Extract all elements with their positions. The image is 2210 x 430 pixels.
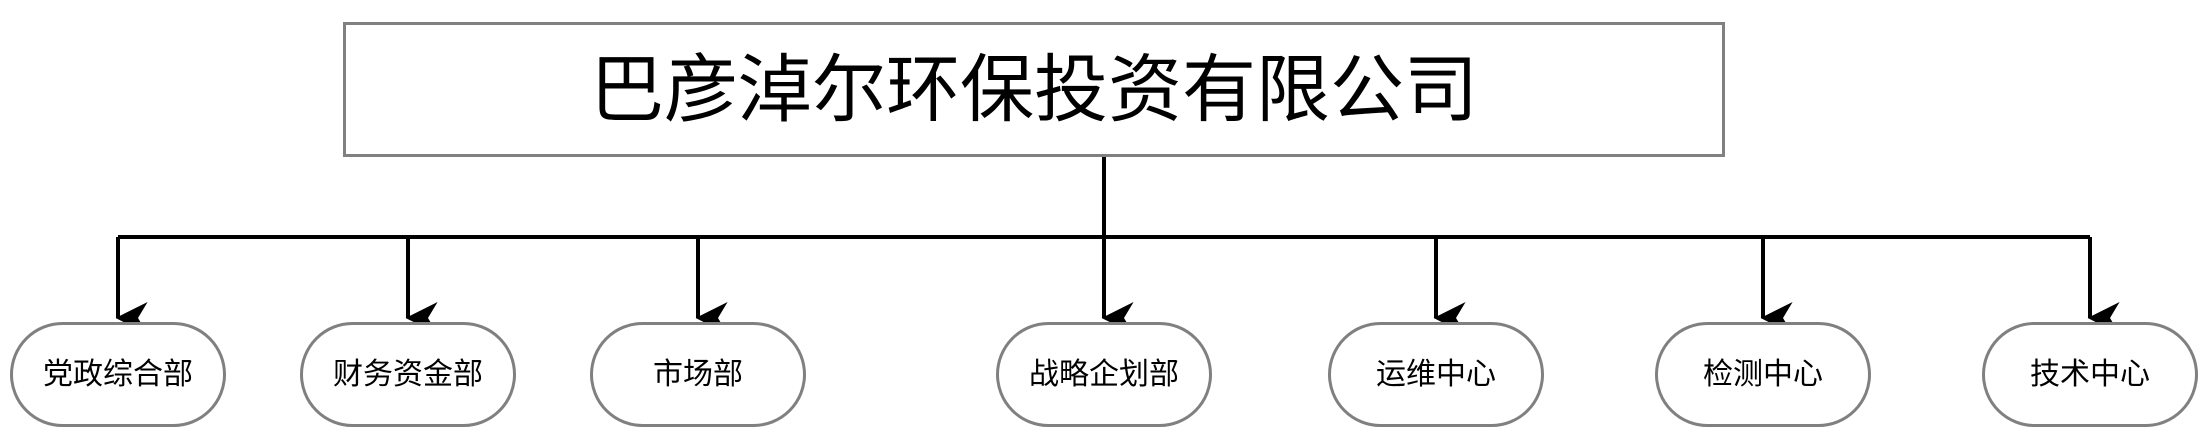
department-node[interactable]: 运维中心 xyxy=(1328,322,1544,427)
department-node[interactable]: 检测中心 xyxy=(1655,322,1871,427)
department-node[interactable]: 市场部 xyxy=(590,322,806,427)
department-node-label: 财务资金部 xyxy=(333,356,483,392)
root-node-label: 巴彦淖尔环保投资有限公司 xyxy=(590,46,1478,133)
department-node-label: 检测中心 xyxy=(1703,356,1823,392)
department-node[interactable]: 财务资金部 xyxy=(300,322,516,427)
department-node-label: 党政综合部 xyxy=(43,356,193,392)
edge-group xyxy=(115,157,2120,335)
department-node[interactable]: 战略企划部 xyxy=(996,322,1212,427)
department-node-label: 技术中心 xyxy=(2030,356,2150,392)
department-node-label: 运维中心 xyxy=(1376,356,1496,392)
department-node[interactable]: 党政综合部 xyxy=(10,322,226,427)
department-node-label: 市场部 xyxy=(653,356,743,392)
root-node[interactable]: 巴彦淖尔环保投资有限公司 xyxy=(343,22,1725,157)
department-node[interactable]: 技术中心 xyxy=(1982,322,2198,427)
department-node-label: 战略企划部 xyxy=(1029,356,1179,392)
